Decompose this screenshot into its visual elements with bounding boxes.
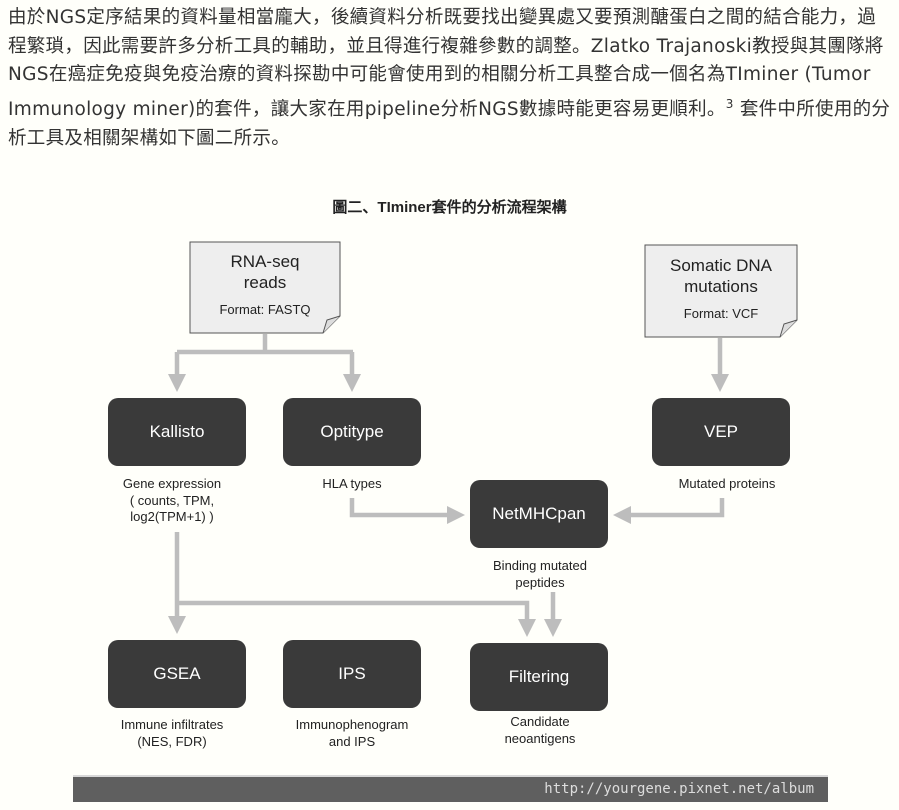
watermark-url: http://yourgene.pixnet.net/album bbox=[544, 781, 814, 797]
input-title: mutations bbox=[684, 277, 758, 296]
output-filtering: Candidate neoantigens bbox=[440, 714, 640, 747]
input-somatic-dna: Somatic DNA mutations Format: VCF bbox=[645, 255, 797, 321]
body-paragraph: 由於NGS定序結果的資料量相當龐大，後續資料分析既要找出變異處又要預測醣蛋白之間… bbox=[8, 4, 893, 153]
output-line: neoantigens bbox=[504, 730, 576, 746]
watermark-bar: http://yourgene.pixnet.net/album bbox=[73, 775, 828, 802]
output-kallisto: Gene expression ( counts, TPM, log2(TPM+… bbox=[72, 476, 272, 526]
output-line: log2(TPM+1) ) bbox=[130, 509, 214, 524]
paragraph-text-tail: 套件中所使用的分析工具及相關架構如下圖二所示。 bbox=[8, 98, 891, 149]
output-line: ( counts, TPM, bbox=[129, 492, 215, 508]
input-title: RNA-seq bbox=[230, 252, 300, 271]
output-vep: Mutated proteins bbox=[627, 476, 827, 493]
tool-kallisto: Kallisto bbox=[108, 398, 246, 466]
output-gsea: Immune infiltrates (NES, FDR) bbox=[72, 717, 272, 750]
output-line: and IPS bbox=[328, 733, 376, 749]
arrow-hla-to-netmhcpan bbox=[349, 498, 465, 524]
input-title: Somatic DNA bbox=[669, 256, 773, 275]
output-line: Gene expression bbox=[122, 476, 222, 491]
output-line: (NES, FDR) bbox=[137, 733, 207, 749]
output-line: Immunophenogram bbox=[295, 717, 409, 732]
output-optitype: HLA types bbox=[252, 476, 452, 493]
input-format: Format: VCF bbox=[683, 306, 759, 321]
input-format: Format: FASTQ bbox=[219, 302, 311, 317]
output-line: Binding mutated bbox=[493, 558, 587, 573]
arrow-rna-split bbox=[177, 334, 353, 355]
output-line: Candidate bbox=[510, 714, 570, 729]
tool-optitype: Optitype bbox=[283, 398, 421, 466]
output-line: HLA types bbox=[322, 476, 382, 491]
arrow-proteins-to-netmhcpan bbox=[613, 498, 725, 524]
tool-ips: IPS bbox=[283, 640, 421, 708]
output-ips: Immunophenogram and IPS bbox=[252, 717, 452, 750]
tool-filtering: Filtering bbox=[470, 643, 608, 711]
input-rna-seq: RNA-seq reads Format: FASTQ bbox=[190, 251, 340, 317]
figure-title: 圖二、TIminer套件的分析流程架構 bbox=[332, 199, 567, 216]
tool-vep: VEP bbox=[652, 398, 790, 466]
output-line: Immune infiltrates bbox=[120, 717, 224, 732]
paragraph-text: 由於NGS定序結果的資料量相當龐大，後續資料分析既要找出變異處又要預測醣蛋白之間… bbox=[8, 7, 884, 120]
reference-superscript[interactable]: 3 bbox=[725, 96, 734, 111]
input-title: reads bbox=[243, 273, 287, 292]
output-line: Mutated proteins bbox=[678, 476, 776, 491]
tool-gsea: GSEA bbox=[108, 640, 246, 708]
arrow-kallisto-to-filtering bbox=[177, 600, 536, 637]
output-line: peptides bbox=[515, 574, 565, 590]
tool-netmhcpan: NetMHCpan bbox=[470, 480, 608, 548]
output-netmhcpan: Binding mutated peptides bbox=[440, 558, 640, 591]
